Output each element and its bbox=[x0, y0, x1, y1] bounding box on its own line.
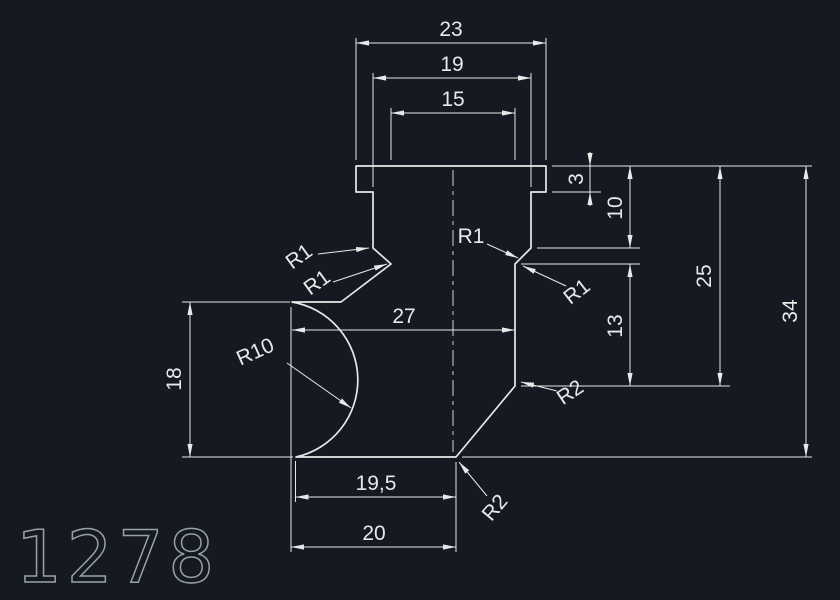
dim-label-13: 13 bbox=[604, 314, 627, 337]
leader-line bbox=[458, 461, 488, 497]
dim-label-34: 34 bbox=[779, 299, 802, 323]
leader-line bbox=[522, 265, 567, 287]
radius-label-r1-center: R1 bbox=[458, 225, 485, 248]
part-outline bbox=[291, 165, 547, 458]
radius-label-r1-right: R1 bbox=[559, 275, 594, 310]
leader-line bbox=[520, 381, 558, 392]
dim-neck-height: 13 bbox=[604, 264, 633, 386]
radius-label-r10: R10 bbox=[233, 334, 278, 371]
dim-label-19-5: 19,5 bbox=[356, 472, 397, 495]
dim-shoulder-height: 25 bbox=[693, 166, 723, 386]
dim-label-27: 27 bbox=[392, 305, 415, 328]
radius-label-r1-left-lower: R1 bbox=[300, 266, 335, 300]
part-number: 1278 bbox=[16, 515, 219, 599]
dim-label-25: 25 bbox=[693, 264, 716, 287]
radius-label-r1-left-upper: R1 bbox=[282, 240, 317, 274]
dim-label-3: 3 bbox=[565, 173, 588, 185]
dim-body-width: 27 bbox=[292, 305, 515, 333]
radius-callouts: R1 R1 R1 R1 R10 R2 R2 bbox=[233, 225, 595, 526]
dim-label-18: 18 bbox=[163, 367, 186, 390]
extension-lines bbox=[182, 38, 812, 552]
dim-label-19: 19 bbox=[440, 53, 463, 76]
dim-label-15: 15 bbox=[441, 88, 464, 111]
dim-bottom-width: 20 bbox=[291, 522, 456, 550]
dim-left-body-height: 18 bbox=[163, 302, 193, 457]
dim-overall-height: 34 bbox=[779, 166, 809, 457]
dim-tang-width: 19 bbox=[373, 53, 531, 81]
radius-label-r2-tip: R2 bbox=[478, 490, 513, 525]
leader-line bbox=[486, 243, 519, 259]
dim-label-20: 20 bbox=[362, 522, 385, 545]
leader-line bbox=[317, 246, 370, 255]
leader-line bbox=[332, 263, 388, 283]
leader-line bbox=[286, 362, 352, 409]
dim-notch-width: 15 bbox=[391, 88, 515, 116]
dim-top-overall-width: 23 bbox=[356, 18, 546, 46]
dim-bottom-tip-offset: 19,5 bbox=[295, 472, 456, 500]
dim-label-10: 10 bbox=[604, 196, 627, 219]
punch-profile-path bbox=[291, 165, 547, 458]
dim-flange-height: 3 bbox=[565, 152, 593, 206]
dim-tang-height: 10 bbox=[604, 166, 633, 248]
radius-label-r2-shoulder: R2 bbox=[553, 376, 588, 410]
dim-label-23: 23 bbox=[439, 18, 462, 41]
